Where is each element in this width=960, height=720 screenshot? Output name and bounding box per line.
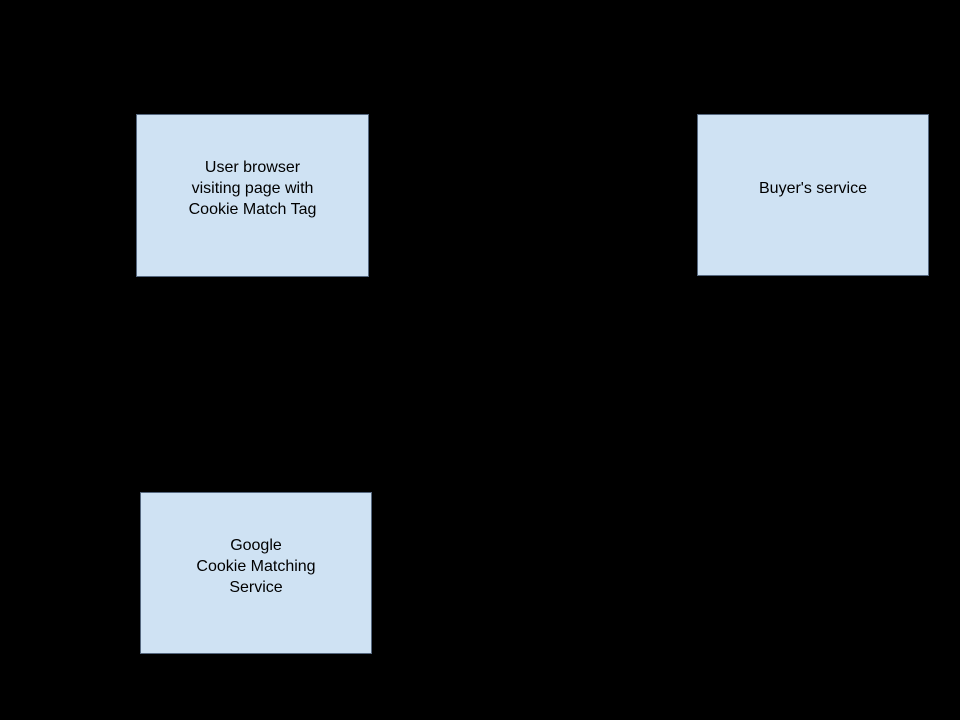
node-buyers-service: Buyer's service <box>697 114 929 276</box>
node-user-browser: User browser visiting page with Cookie M… <box>136 114 369 277</box>
node-google-cookie-matching-service-label: Google Cookie Matching Service <box>196 536 316 596</box>
node-buyers-service-label: Buyer's service <box>759 179 867 197</box>
node-google-cookie-matching-service: Google Cookie Matching Service <box>140 492 372 654</box>
node-user-browser-label: User browser visiting page with Cookie M… <box>188 159 317 218</box>
